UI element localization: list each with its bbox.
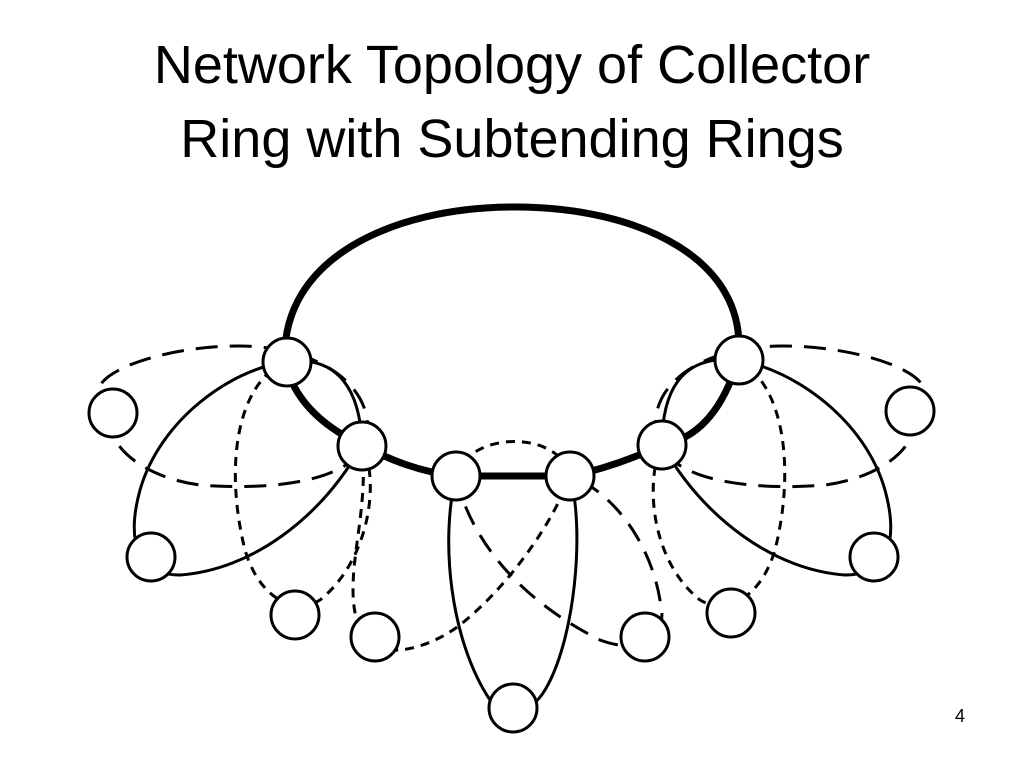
collector-node-center-right bbox=[544, 450, 596, 502]
subtending-node-far-right bbox=[884, 385, 936, 437]
collector-node-right-lower bbox=[636, 419, 688, 471]
subtending-node-left-bottom bbox=[125, 531, 177, 583]
page-number: 4 bbox=[954, 706, 965, 726]
subtending-node-center-bottom bbox=[487, 682, 539, 734]
subtending-node-far-left bbox=[87, 387, 139, 439]
subtending-ring-left-short-dashed bbox=[233, 360, 372, 607]
subtending-ring-right-short-dashed bbox=[651, 358, 787, 607]
slide-title-line-2: Ring with Subtending Rings bbox=[180, 109, 844, 169]
slide-title-line-1: Network Topology of Collector bbox=[153, 35, 871, 95]
collector-node-left-upper bbox=[261, 336, 313, 388]
slide-title: Network Topology of Collector Ring with … bbox=[0, 28, 1024, 176]
subtending-node-right-mid-bottom bbox=[705, 587, 757, 639]
subtending-node-center-right-bottom bbox=[619, 611, 671, 663]
collector-node-center-left bbox=[430, 450, 482, 502]
subtending-node-right-bottom bbox=[848, 531, 900, 583]
subtending-node-center-left-bottom bbox=[349, 611, 401, 663]
collector-node-right-upper bbox=[713, 334, 765, 386]
collector-node-left-lower bbox=[336, 420, 388, 472]
subtending-node-left-mid-bottom bbox=[269, 589, 321, 641]
